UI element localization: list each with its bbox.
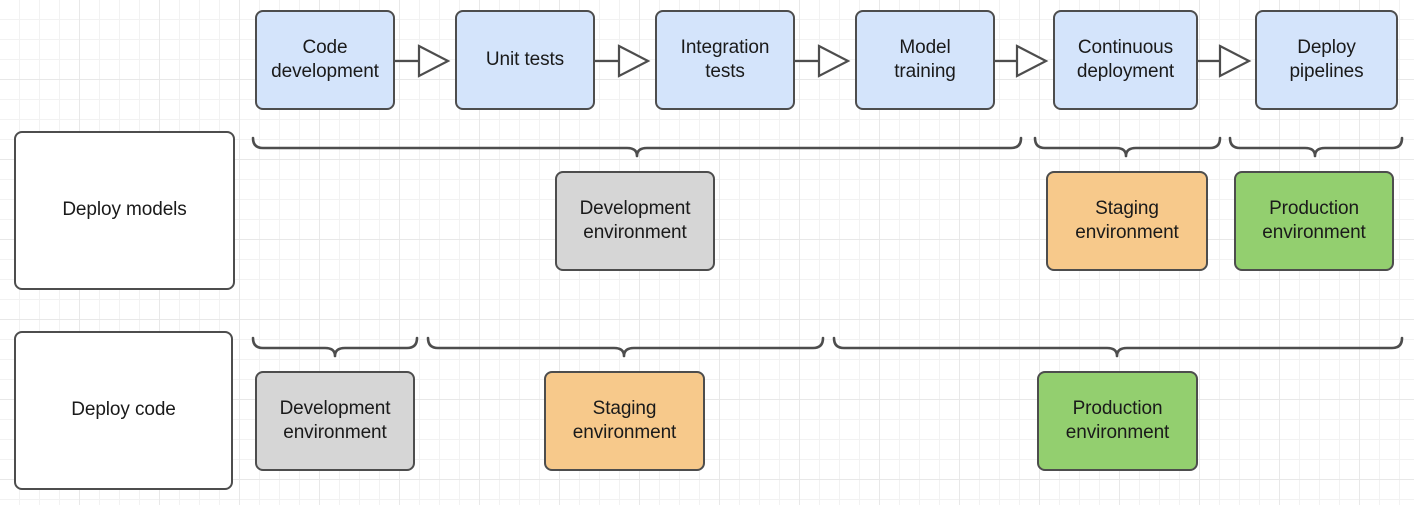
row-label-text: Deploy models: [62, 199, 187, 221]
pipeline-step-label: Unit tests: [485, 48, 565, 70]
environment-label: Development environment: [279, 397, 391, 443]
pipeline-step-label: Deploy pipelines: [1289, 36, 1364, 82]
arrow-unit-tests-to-integration-tests: [595, 44, 651, 78]
brace-deploy-models-staging: [1033, 136, 1222, 158]
environment-label: Production environment: [1262, 197, 1366, 243]
row-label-deploy-models[interactable]: Deploy models: [14, 131, 235, 290]
pipeline-step-label: Integration tests: [680, 36, 770, 82]
pipeline-step-continuous-deployment[interactable]: Continuous deployment: [1053, 10, 1198, 110]
deploy-code-production-environment[interactable]: Production environment: [1037, 371, 1198, 471]
brace-deploy-models-development: [251, 136, 1023, 158]
deploy-models-development-environment[interactable]: Development environment: [555, 171, 715, 271]
environment-label: Staging environment: [572, 397, 677, 443]
deploy-code-development-environment[interactable]: Development environment: [255, 371, 415, 471]
pipeline-step-label: Code development: [271, 36, 379, 82]
environment-label: Development environment: [579, 197, 691, 243]
row-label-text: Deploy code: [71, 399, 176, 421]
environment-label: Staging environment: [1075, 197, 1179, 243]
pipeline-step-label: Model training: [894, 36, 956, 82]
arrow-code-development-to-unit-tests: [395, 44, 451, 78]
pipeline-step-code-development[interactable]: Code development: [255, 10, 395, 110]
brace-deploy-code-staging: [426, 336, 825, 358]
deploy-code-staging-environment[interactable]: Staging environment: [544, 371, 705, 471]
row-label-deploy-code[interactable]: Deploy code: [14, 331, 233, 490]
environment-label: Production environment: [1065, 397, 1170, 443]
brace-deploy-models-production: [1228, 136, 1404, 158]
pipeline-step-unit-tests[interactable]: Unit tests: [455, 10, 595, 110]
deploy-models-staging-environment[interactable]: Staging environment: [1046, 171, 1208, 271]
arrow-integration-tests-to-model-training: [795, 44, 851, 78]
deploy-models-production-environment[interactable]: Production environment: [1234, 171, 1394, 271]
pipeline-step-deploy-pipelines[interactable]: Deploy pipelines: [1255, 10, 1398, 110]
arrow-model-training-to-continuous-deployment: [995, 44, 1049, 78]
pipeline-step-model-training[interactable]: Model training: [855, 10, 995, 110]
arrow-continuous-deployment-to-deploy-pipelines: [1198, 44, 1252, 78]
brace-deploy-code-production: [832, 336, 1404, 358]
brace-deploy-code-development: [251, 336, 419, 358]
pipeline-step-label: Continuous deployment: [1076, 36, 1175, 82]
pipeline-step-integration-tests[interactable]: Integration tests: [655, 10, 795, 110]
